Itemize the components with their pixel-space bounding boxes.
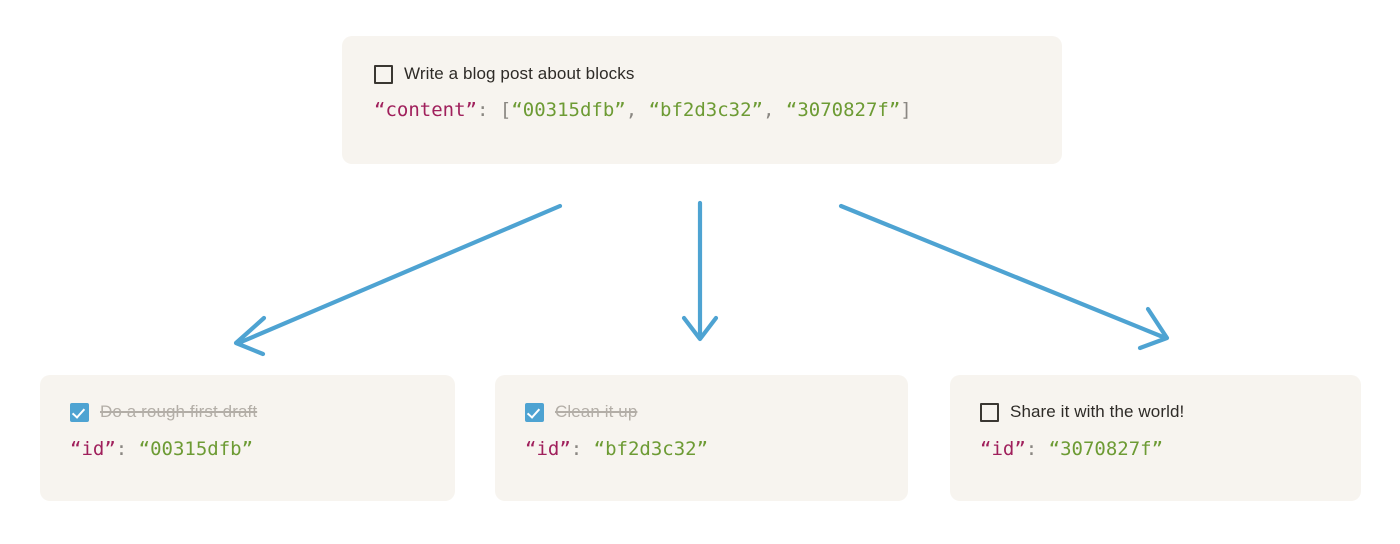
root-block-card[interactable]: Write a blog post about blocks “content”… (342, 36, 1062, 164)
json-array-value-0: “00315dfb” (511, 99, 626, 121)
arrow-to-third-child (838, 203, 1170, 351)
json-close-bracket: ] (900, 99, 912, 121)
child-block-card-2[interactable]: Clean it up “id”: “bf2d3c32” (495, 375, 908, 501)
json-array-value-1: “bf2d3c32” (648, 99, 763, 121)
json-array-value-2: “3070827f” (785, 99, 901, 121)
arrow-to-second-child (681, 200, 719, 342)
child-3-todo-row[interactable]: Share it with the world! (980, 400, 1341, 424)
child-1-todo-row[interactable]: Do a rough first draft (70, 400, 435, 424)
child-3-json-line: “id”: “3070827f” (980, 436, 1341, 462)
json-colon: : (476, 99, 489, 121)
json-key: “id” (70, 438, 116, 460)
child-1-json-line: “id”: “00315dfb” (70, 436, 435, 462)
json-key: “content” (374, 99, 477, 121)
child-2-json-line: “id”: “bf2d3c32” (525, 436, 888, 462)
root-todo-label: Write a blog post about blocks (404, 64, 635, 83)
json-separator-0: , (625, 99, 638, 121)
json-colon: : (115, 438, 128, 460)
child-3-content: Share it with the world! “id”: “3070827f… (980, 400, 1341, 462)
checkbox-empty-icon[interactable] (980, 402, 999, 422)
json-value: “bf2d3c32” (593, 438, 709, 460)
json-colon: : (1025, 438, 1038, 460)
root-todo-row[interactable]: Write a blog post about blocks (374, 62, 1042, 86)
json-key: “id” (980, 438, 1026, 460)
child-2-todo-row[interactable]: Clean it up (525, 400, 888, 424)
arrow-to-first-child (233, 203, 563, 357)
json-open-bracket: [ (499, 99, 512, 121)
child-1-content: Do a rough first draft “id”: “00315dfb” (70, 400, 435, 462)
child-2-content: Clean it up “id”: “bf2d3c32” (525, 400, 888, 462)
child-2-todo-label: Clean it up (555, 402, 638, 421)
json-value: “3070827f” (1048, 438, 1164, 460)
json-colon: : (570, 438, 583, 460)
json-value: “00315dfb” (138, 438, 254, 460)
checkbox-empty-icon[interactable] (374, 64, 393, 84)
child-block-card-3[interactable]: Share it with the world! “id”: “3070827f… (950, 375, 1361, 501)
child-1-todo-label: Do a rough first draft (100, 402, 258, 421)
child-3-todo-label: Share it with the world! (1010, 402, 1185, 421)
json-separator-1: , (763, 99, 775, 121)
json-key: “id” (525, 438, 571, 460)
child-block-card-1[interactable]: Do a rough first draft “id”: “00315dfb” (40, 375, 455, 501)
checkbox-checked-icon[interactable] (70, 402, 89, 422)
checkbox-checked-icon[interactable] (525, 402, 544, 422)
root-card-content: Write a blog post about blocks “content”… (374, 62, 1042, 123)
root-json-line: “content”: [“00315dfb”, “bf2d3c32”, “307… (374, 97, 1042, 123)
